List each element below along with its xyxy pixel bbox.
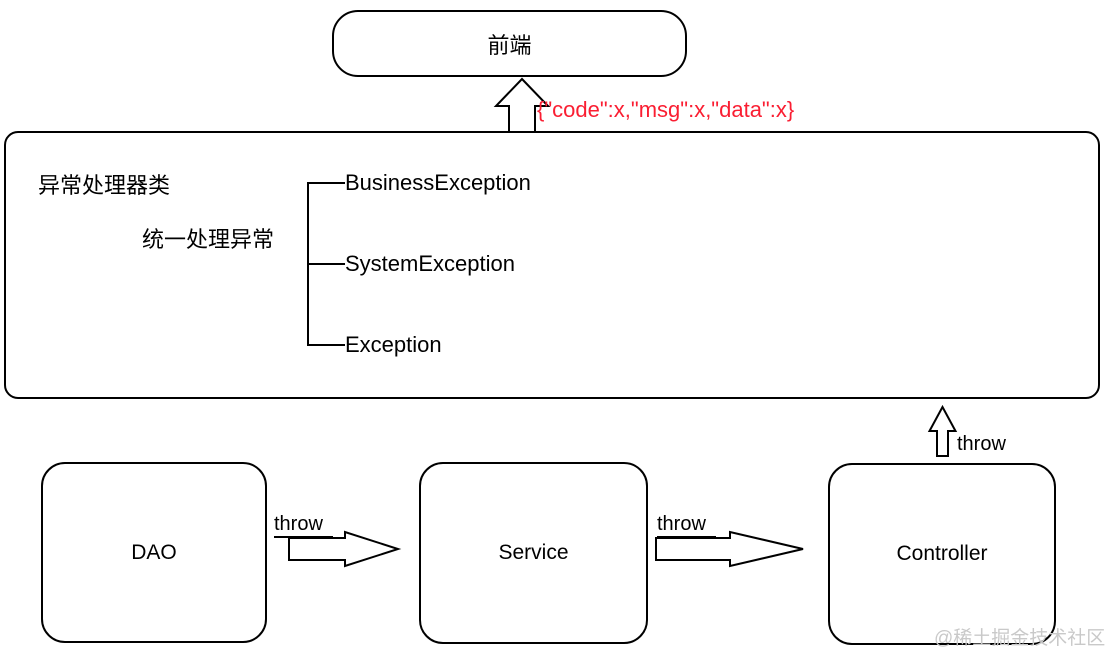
- dao-label: DAO: [131, 540, 177, 564]
- exception-item-business: BusinessException: [345, 170, 531, 195]
- throw-arrow-service-controller-icon: [655, 530, 804, 568]
- exception-item-system: SystemException: [345, 251, 515, 276]
- controller-label: Controller: [896, 542, 988, 565]
- handler-title-label: 异常处理器类: [38, 173, 171, 198]
- watermark: @稀土掘金技术社区: [934, 628, 1106, 649]
- frontend-label: 前端: [487, 32, 532, 58]
- throw-label-controller-handler: throw: [957, 433, 1006, 455]
- frontend-node: 前端: [332, 10, 687, 77]
- service-label: Service: [498, 541, 569, 564]
- exception-item-exception: Exception: [345, 332, 442, 357]
- exception-tree-tick: [307, 182, 345, 184]
- dao-node: DAO: [41, 462, 267, 643]
- response-json-label: {"code":x,"msg":x,"data":x}: [537, 97, 795, 122]
- handler-subtitle-label: 统一处理异常: [142, 227, 275, 252]
- exception-tree-tick: [307, 263, 345, 265]
- exception-handler-box: 异常处理器类 统一处理异常 BusinessException SystemEx…: [4, 131, 1100, 399]
- throw-arrow-controller-handler-icon: [927, 404, 958, 457]
- exception-tree-tick: [307, 344, 345, 346]
- throw-arrow-dao-service-icon: [288, 530, 402, 568]
- service-node: Service: [419, 462, 648, 644]
- controller-node: Controller: [828, 463, 1056, 645]
